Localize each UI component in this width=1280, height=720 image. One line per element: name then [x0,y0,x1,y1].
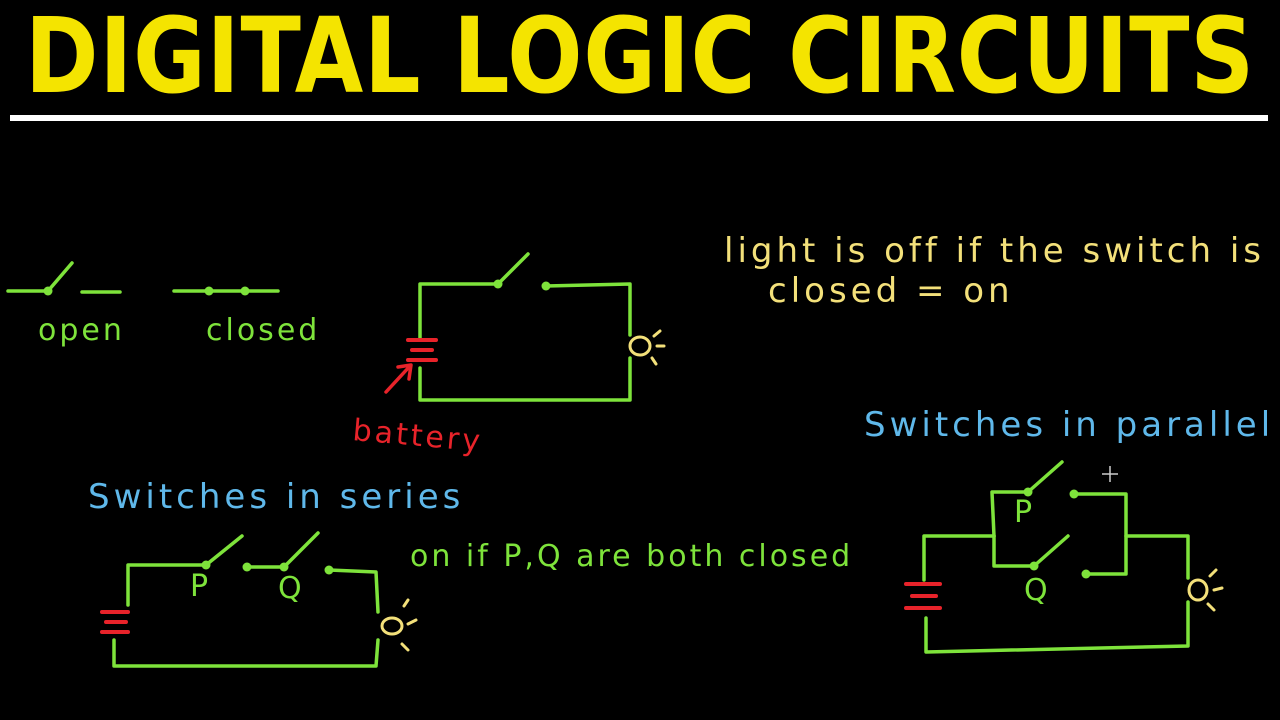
parallel-heading: Switches in parallel [864,405,1274,445]
lightbulb-icon [380,598,418,652]
battery-symbol [100,610,130,634]
closed-label: closed [206,313,320,348]
parallel-switch-q-label: Q [1024,573,1051,608]
series-switch-q-label: Q [278,571,305,606]
page-title: DIGITAL LOGIC CIRCUITS [25,0,1255,117]
series-switch-p-label: P [190,569,211,604]
closed-switch-symbol [172,286,280,296]
parallel-switch-p-label: P [1014,495,1035,530]
battery-arrow [384,363,413,394]
battery-label: battery [351,413,484,459]
cursor-crosshair-icon [1102,466,1118,482]
single-switch-circuit [406,252,666,402]
series-rule-note: on if P,Q are both closed [410,539,853,574]
lightbulb-icon [1187,568,1224,612]
closed-on-note: closed = on [768,271,1014,311]
lightbulb-icon [628,329,666,366]
battery-symbol [904,582,942,610]
series-heading: Switches in series [88,477,464,517]
open-switch-symbol [6,261,122,296]
battery-symbol [406,338,438,362]
light-off-note: light is off if the switch is open [724,231,1280,271]
parallel-circuit [904,460,1224,654]
open-label: open [38,313,125,348]
series-circuit [100,531,418,668]
